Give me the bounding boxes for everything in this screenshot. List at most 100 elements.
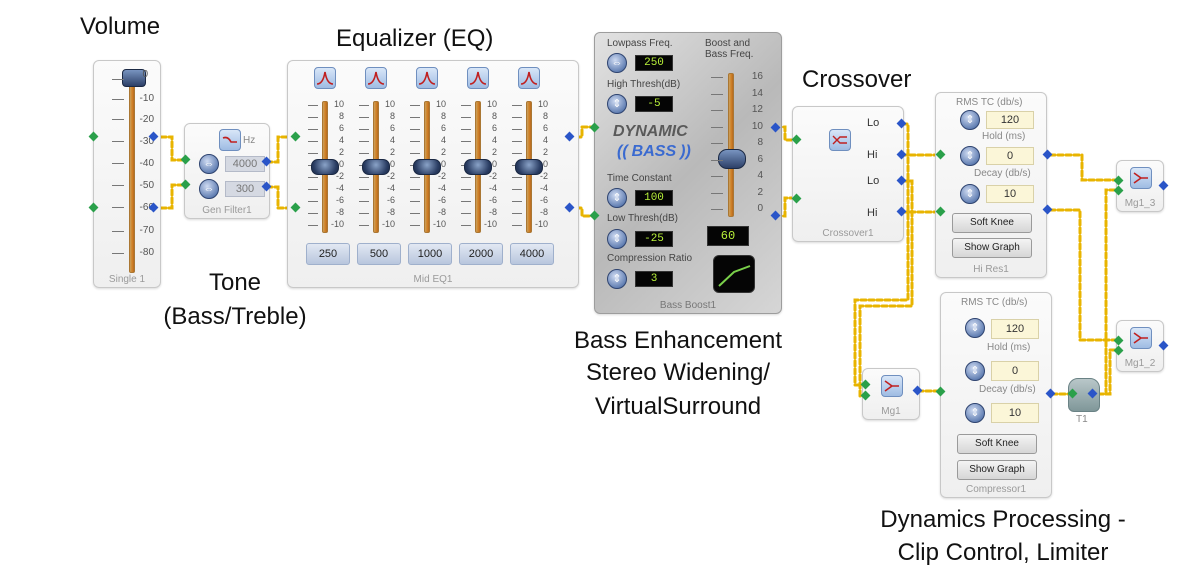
- eq-band-tick: -2: [488, 171, 497, 181]
- hires-rms-spin-icon[interactable]: ⇕: [960, 110, 980, 130]
- eq-band-slider-thumb[interactable]: [311, 159, 339, 175]
- comp-rms-value[interactable]: 120: [991, 319, 1039, 339]
- high-thresh-value[interactable]: -5: [635, 96, 673, 112]
- boost-slider-thumb[interactable]: [718, 149, 746, 169]
- boost-tick: 14: [751, 87, 763, 99]
- freq2-spin-icon[interactable]: ⇔: [199, 179, 219, 199]
- comp-decay-value[interactable]: 10: [991, 403, 1039, 423]
- crossover-output-hi1: Hi: [867, 149, 878, 161]
- eq-band-peak-button[interactable]: [467, 67, 489, 89]
- eq-band-tick: -4: [437, 183, 446, 193]
- eq-band-peak-button[interactable]: [518, 67, 540, 89]
- wire-filter-to-eq-bottom: [265, 185, 297, 210]
- eq-band-frequency-button[interactable]: 2000: [459, 243, 503, 265]
- eq-band-tick: -6: [437, 195, 446, 205]
- freq1-spin-icon[interactable]: ⇔: [199, 154, 219, 174]
- mg1-block[interactable]: Mg1: [862, 368, 920, 420]
- mg1-3-block[interactable]: Mg1_3: [1116, 160, 1164, 212]
- time-constant-value[interactable]: 100: [635, 190, 673, 206]
- hires-hold-spin-icon[interactable]: ⇕: [960, 146, 980, 166]
- boost-value[interactable]: 60: [707, 226, 749, 246]
- eq-band-tick: -2: [386, 171, 395, 181]
- eq-band-tick: 4: [440, 135, 446, 145]
- eq-band-frequency-button[interactable]: 500: [357, 243, 401, 265]
- compression-spin-icon[interactable]: ⇕: [607, 269, 627, 289]
- comp-hold-value[interactable]: 0: [991, 361, 1039, 381]
- hires-title: Hi Res1: [973, 264, 1009, 275]
- eq-band-tick: 2: [491, 147, 497, 157]
- mg1-merge-button[interactable]: [881, 375, 903, 397]
- crossover-block[interactable]: Lo Hi Lo Hi Crossover1: [792, 106, 904, 242]
- mg1-title: Mg1: [881, 406, 901, 417]
- filter-type-button[interactable]: [219, 129, 241, 151]
- hires-soft-knee-button[interactable]: Soft Knee: [952, 213, 1032, 233]
- merge-icon: [884, 380, 899, 392]
- wire-hires-to-mg12: [1048, 208, 1120, 342]
- eq-band-tick: -4: [539, 183, 548, 193]
- high-thresh-spin-icon[interactable]: ⇕: [607, 94, 627, 114]
- eq-band-tick: 6: [389, 123, 395, 133]
- hires-rms-value[interactable]: 120: [986, 111, 1034, 129]
- compressor-block[interactable]: RMS TC (db/s) ⇕ 120 Hold (ms) ⇕ 0 Decay …: [940, 292, 1052, 498]
- lowpass-value[interactable]: 250: [635, 55, 673, 71]
- mg1-3-merge-button[interactable]: [1130, 167, 1152, 189]
- filter-unit-label: Hz: [243, 135, 256, 146]
- boost-tick: 10: [751, 120, 763, 132]
- eq-band-slider-thumb[interactable]: [515, 159, 543, 175]
- dynamic-bass-logo-word: BASS: [631, 143, 677, 160]
- comp-hold-spin-icon[interactable]: ⇕: [965, 361, 985, 381]
- caption-bass-line2: Stereo Widening/: [585, 359, 771, 386]
- lowpass-spin-icon[interactable]: ⇔: [607, 53, 627, 73]
- mg1-2-merge-button[interactable]: [1130, 327, 1152, 349]
- eq-band-slider-thumb[interactable]: [464, 159, 492, 175]
- compression-curve-display: [713, 255, 755, 293]
- volume-block[interactable]: 0 -10 -20 -30 -40 -50 -60 -70 -80 Single…: [93, 60, 161, 288]
- low-thresh-spin-icon[interactable]: ⇕: [607, 229, 627, 249]
- dynamic-bass-logo-line2: ((BASS)): [617, 143, 691, 160]
- low-thresh-value[interactable]: -25: [635, 231, 673, 247]
- hires-decay-spin-icon[interactable]: ⇕: [960, 184, 980, 204]
- eq-band-tick: -6: [335, 195, 344, 205]
- volume-tick: -20: [139, 114, 154, 125]
- eq-band-peak-button[interactable]: [365, 67, 387, 89]
- eq-band-slider-thumb[interactable]: [362, 159, 390, 175]
- eq-band-peak-button[interactable]: [314, 67, 336, 89]
- eq-band-tick: 4: [491, 135, 497, 145]
- peak-filter-icon: [520, 71, 538, 85]
- eq-band-tick: 10: [435, 99, 446, 109]
- wire-volume-to-filter-bottom: [151, 183, 188, 210]
- eq-band-frequency-button[interactable]: 250: [306, 243, 350, 265]
- freq1-field[interactable]: 4000: [225, 156, 265, 172]
- eq-block-title: Mid EQ1: [413, 274, 453, 285]
- eq-band-tick: 6: [491, 123, 497, 133]
- wire-lo1-to-mg1: [853, 122, 910, 387]
- boost-slider-track[interactable]: [728, 73, 734, 217]
- gen-filter-block[interactable]: Hz ⇔ 4000 ⇔ 300 Gen Filter1: [184, 123, 270, 219]
- eq-band-slider-thumb[interactable]: [413, 159, 441, 175]
- eq-band-tick: 6: [338, 123, 344, 133]
- comp-decay-label: Decay (db/s): [979, 384, 1036, 395]
- freq2-field[interactable]: 300: [225, 181, 265, 197]
- peak-filter-icon: [469, 71, 487, 85]
- bass-boost-block[interactable]: Lowpass Freq. ⇔ 250 High Thresh(dB) ⇕ -5…: [594, 32, 782, 314]
- hires-show-graph-button[interactable]: Show Graph: [952, 238, 1032, 258]
- comp-rms-spin-icon[interactable]: ⇕: [965, 318, 985, 338]
- eq-band-tick: -8: [386, 207, 395, 217]
- comp-show-graph-button[interactable]: Show Graph: [957, 460, 1037, 480]
- hires-hold-value[interactable]: 0: [986, 147, 1034, 165]
- eq-band-peak-button[interactable]: [416, 67, 438, 89]
- volume-slider-track[interactable]: [129, 75, 135, 273]
- crossover-type-button[interactable]: [829, 129, 851, 151]
- eq-band-frequency-button[interactable]: 4000: [510, 243, 554, 265]
- hi-res-block[interactable]: RMS TC (db/s) ⇕ 120 Hold (ms) ⇕ 0 Decay …: [935, 92, 1047, 278]
- volume-slider-thumb[interactable]: [122, 69, 146, 87]
- mg1-2-block[interactable]: Mg1_2: [1116, 320, 1164, 372]
- time-constant-spin-icon[interactable]: ⇕: [607, 188, 627, 208]
- hires-decay-value[interactable]: 10: [986, 185, 1034, 203]
- crossover-output-lo2: Lo: [867, 175, 880, 187]
- eq-band-frequency-button[interactable]: 1000: [408, 243, 452, 265]
- compression-value[interactable]: 3: [635, 271, 673, 287]
- comp-decay-spin-icon[interactable]: ⇕: [965, 403, 985, 423]
- comp-soft-knee-button[interactable]: Soft Knee: [957, 434, 1037, 454]
